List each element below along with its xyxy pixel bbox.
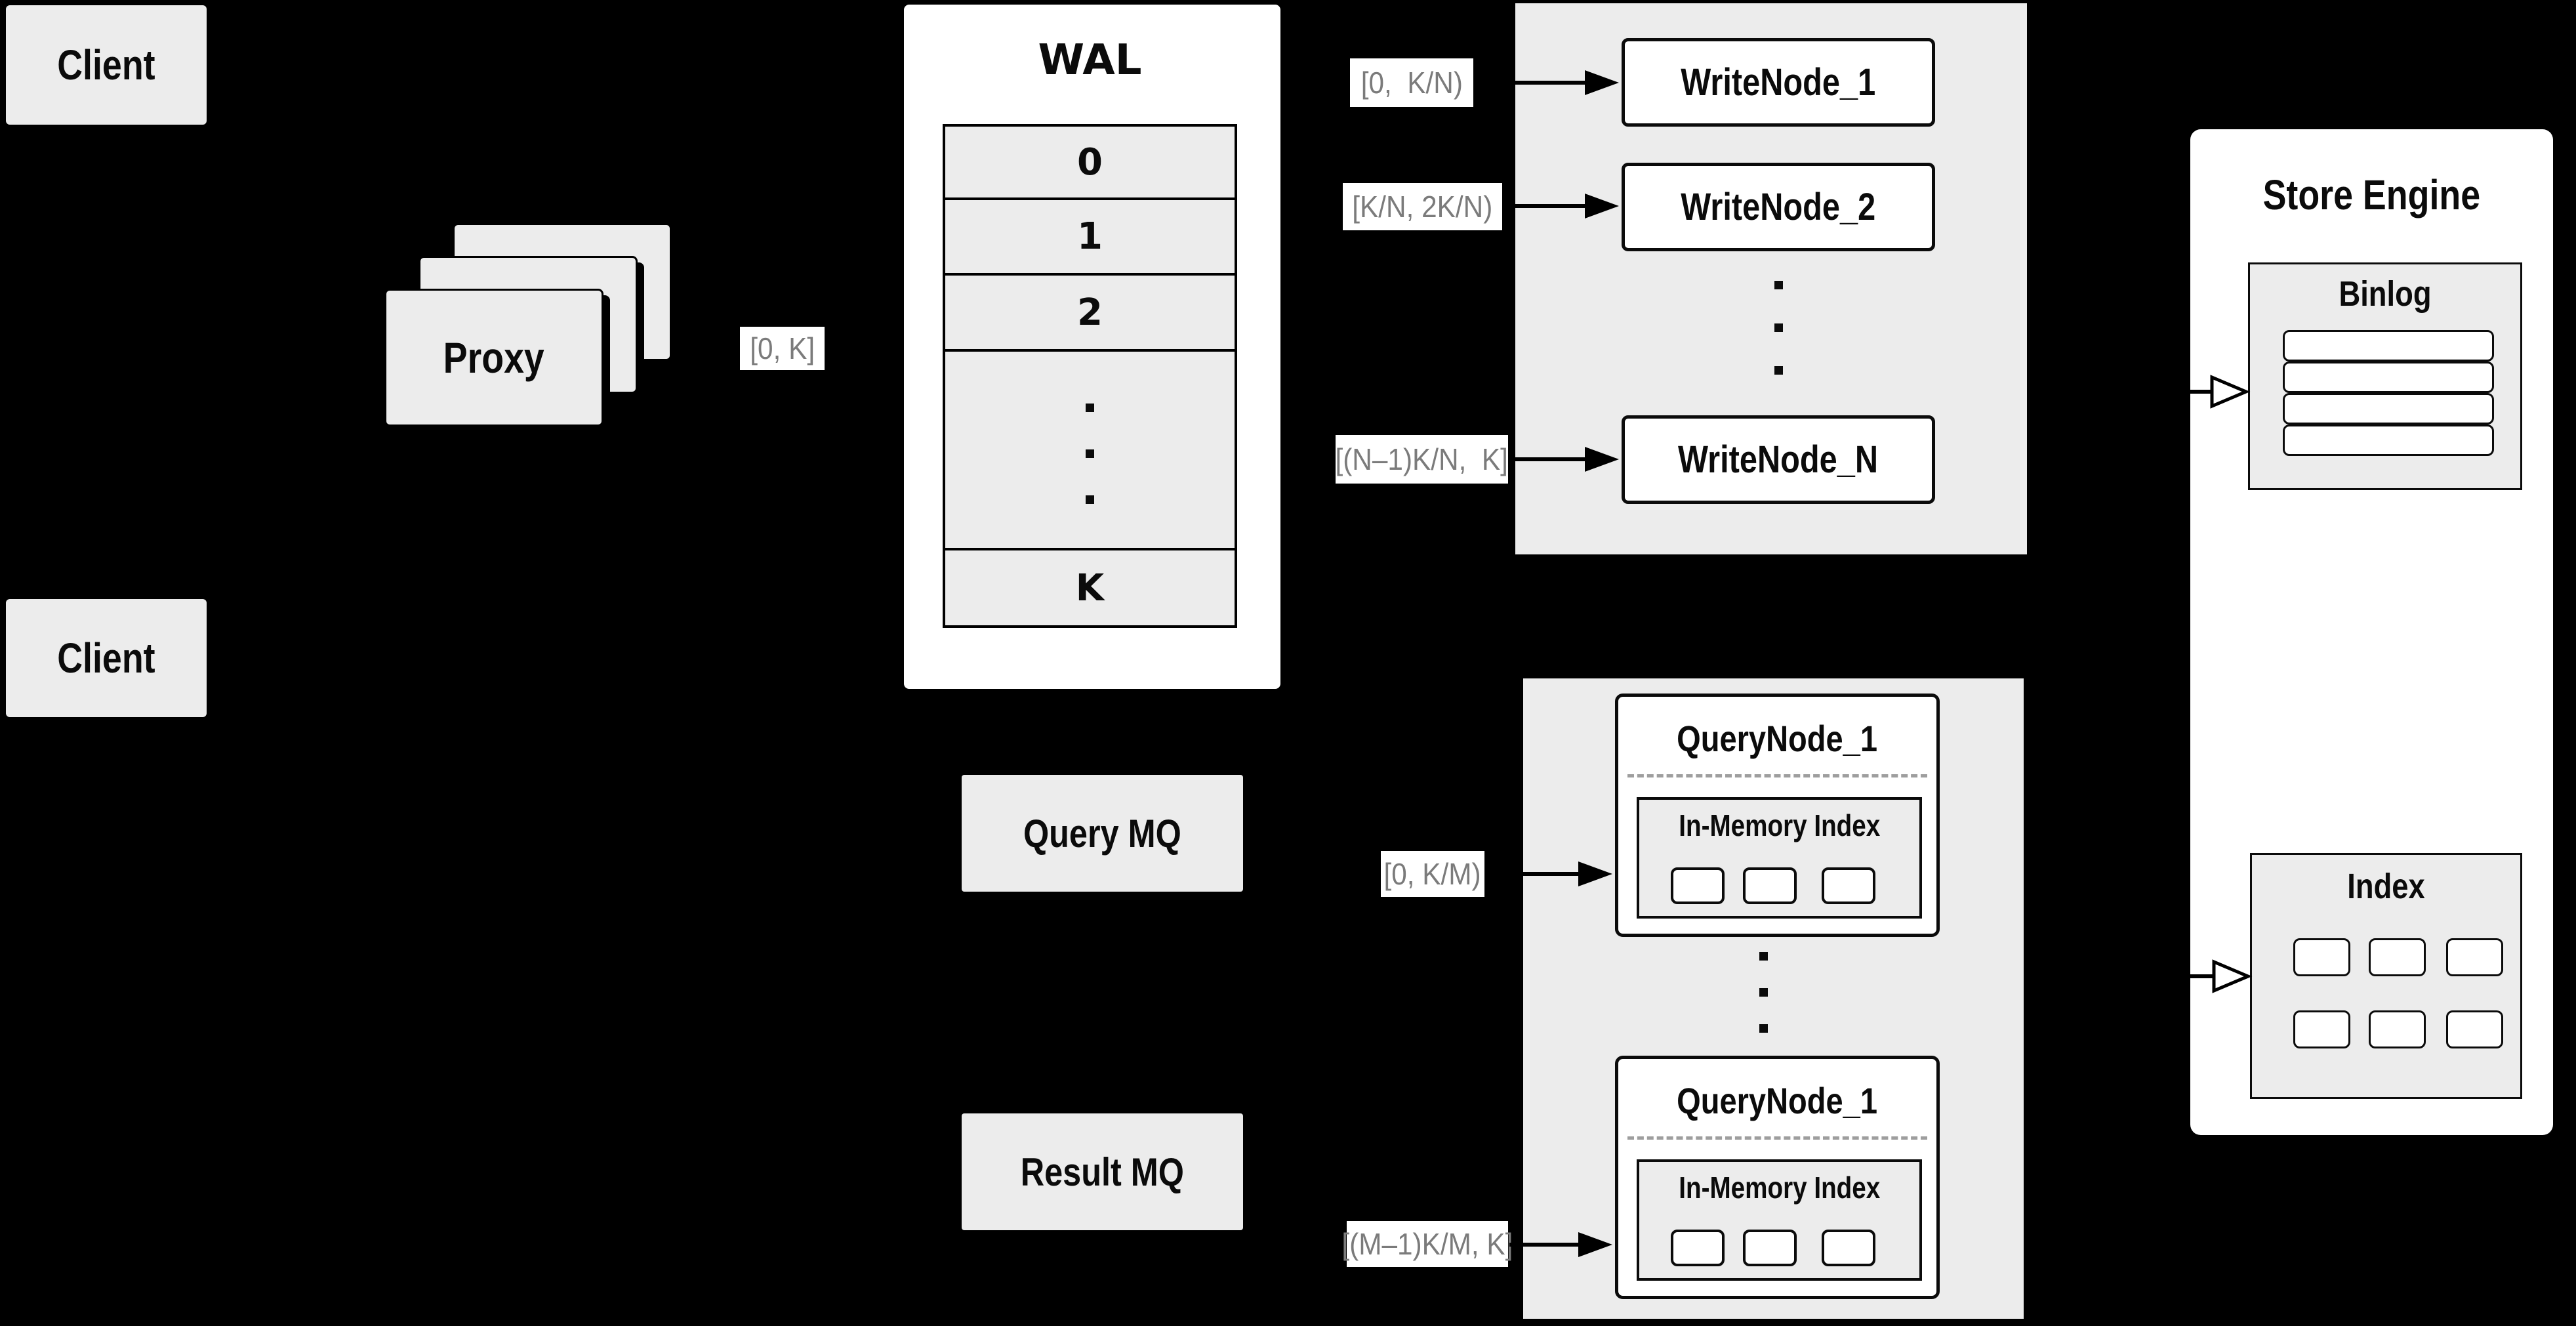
binlog-row bbox=[2283, 362, 2494, 393]
query-node-ellipsis-dot bbox=[1759, 988, 1768, 997]
client-box-top: Client bbox=[6, 5, 207, 125]
proxy-box: Proxy bbox=[384, 289, 603, 426]
query-node-2-title-wrap: QueryNode_1 bbox=[1618, 1064, 1936, 1136]
query-node-ellipsis-dot bbox=[1759, 1024, 1768, 1033]
range-label-write-node-1: [0, K/N) bbox=[1350, 58, 1473, 107]
wal-title: WAL bbox=[1038, 36, 1142, 85]
query-node-1-box: QueryNode_1 In-Memory Index bbox=[1615, 694, 1940, 937]
client-bottom-label: Client bbox=[57, 634, 155, 682]
binlog-row bbox=[2283, 330, 2494, 362]
store-index-cell bbox=[2293, 1010, 2350, 1048]
in-memory-index-title-wrap: In-Memory Index bbox=[1639, 1162, 1919, 1213]
in-memory-index-title-wrap: In-Memory Index bbox=[1639, 800, 1919, 851]
binlog-title-wrap: Binlog bbox=[2250, 264, 2520, 323]
result-mq-box: Result MQ bbox=[962, 1113, 1243, 1230]
binlog-title: Binlog bbox=[2339, 274, 2432, 314]
store-index-cell bbox=[2446, 938, 2503, 976]
wal-segment-row-0: 0 bbox=[945, 127, 1235, 200]
query-node-1-in-memory-index: In-Memory Index bbox=[1637, 797, 1922, 919]
query-node-1-title-wrap: QueryNode_1 bbox=[1618, 702, 1936, 774]
store-index-box: Index bbox=[2250, 853, 2522, 1099]
write-node-1-label: WriteNode_1 bbox=[1681, 61, 1876, 104]
store-engine-title: Store Engine bbox=[2262, 171, 2481, 218]
range-label-write-node-2: [K/N, 2K/N) bbox=[1343, 183, 1502, 230]
write-node-n-label: WriteNode_N bbox=[1678, 438, 1879, 481]
query-node-1-divider bbox=[1627, 774, 1927, 777]
store-index-cell bbox=[2369, 938, 2426, 976]
query-node-2-in-memory-index: In-Memory Index bbox=[1637, 1159, 1922, 1281]
range-label-query-node-2: [(M–1)K/M, K] bbox=[1341, 1221, 1513, 1267]
write-node-ellipsis-dot bbox=[1774, 323, 1783, 332]
wal-ellipsis-dot bbox=[1086, 404, 1094, 412]
binlog-box: Binlog bbox=[2248, 262, 2522, 490]
wal-title-wrap: WAL bbox=[943, 34, 1237, 87]
store-index-cell bbox=[2446, 1010, 2503, 1048]
query-node-1-label: QueryNode_1 bbox=[1677, 717, 1878, 759]
binlog-row bbox=[2283, 393, 2494, 425]
store-index-cell bbox=[2369, 1010, 2426, 1048]
wal-segment-table: 0 1 2 K bbox=[943, 124, 1237, 628]
result-mq-label: Result MQ bbox=[1020, 1150, 1185, 1194]
range-label-query-node-1: [0, K/M) bbox=[1381, 851, 1484, 897]
store-index-title-wrap: Index bbox=[2252, 855, 2520, 917]
write-node-2-box: WriteNode_2 bbox=[1622, 163, 1935, 251]
query-mq-box: Query MQ bbox=[962, 775, 1243, 892]
write-node-2-label: WriteNode_2 bbox=[1681, 186, 1876, 228]
store-engine-title-wrap: Store Engine bbox=[2190, 159, 2553, 231]
wal-segment-row-2: 2 bbox=[945, 276, 1235, 352]
query-node-2-box: QueryNode_1 In-Memory Index bbox=[1615, 1056, 1940, 1299]
index-segment-box bbox=[1743, 867, 1797, 904]
query-mq-label: Query MQ bbox=[1023, 811, 1181, 856]
write-node-ellipsis-dot bbox=[1774, 281, 1783, 289]
wal-segment-row-1: 1 bbox=[945, 200, 1235, 276]
in-memory-index-label: In-Memory Index bbox=[1678, 1171, 1881, 1205]
index-segment-box bbox=[1671, 867, 1725, 904]
query-node-2-label: QueryNode_1 bbox=[1677, 1079, 1878, 1121]
index-segment-box bbox=[1671, 1230, 1725, 1266]
range-label-write-node-n: [(N–1)K/N, K] bbox=[1336, 435, 1508, 484]
client-top-label: Client bbox=[57, 41, 155, 89]
wal-ellipsis-dot bbox=[1086, 495, 1094, 504]
index-segment-box bbox=[1743, 1230, 1797, 1266]
wal-ellipsis-dot bbox=[1086, 449, 1094, 458]
client-box-bottom: Client bbox=[6, 599, 207, 717]
proxy-label: Proxy bbox=[443, 333, 545, 382]
query-node-ellipsis-dot bbox=[1759, 952, 1768, 961]
binlog-row bbox=[2283, 425, 2494, 456]
write-node-1-box: WriteNode_1 bbox=[1622, 38, 1935, 127]
store-engine-container: Store Engine Binlog Index bbox=[2190, 129, 2553, 1135]
range-label-proxy-wal: [0, K] bbox=[740, 327, 825, 370]
write-node-ellipsis-dot bbox=[1774, 366, 1783, 375]
store-index-title: Index bbox=[2347, 866, 2425, 906]
wal-segment-row-k: K bbox=[945, 550, 1235, 625]
store-index-cell bbox=[2293, 938, 2350, 976]
index-segment-box bbox=[1822, 867, 1875, 904]
index-segment-box bbox=[1822, 1230, 1875, 1266]
write-node-n-box: WriteNode_N bbox=[1622, 415, 1935, 504]
query-node-2-divider bbox=[1627, 1136, 1927, 1140]
in-memory-index-label: In-Memory Index bbox=[1678, 808, 1881, 842]
